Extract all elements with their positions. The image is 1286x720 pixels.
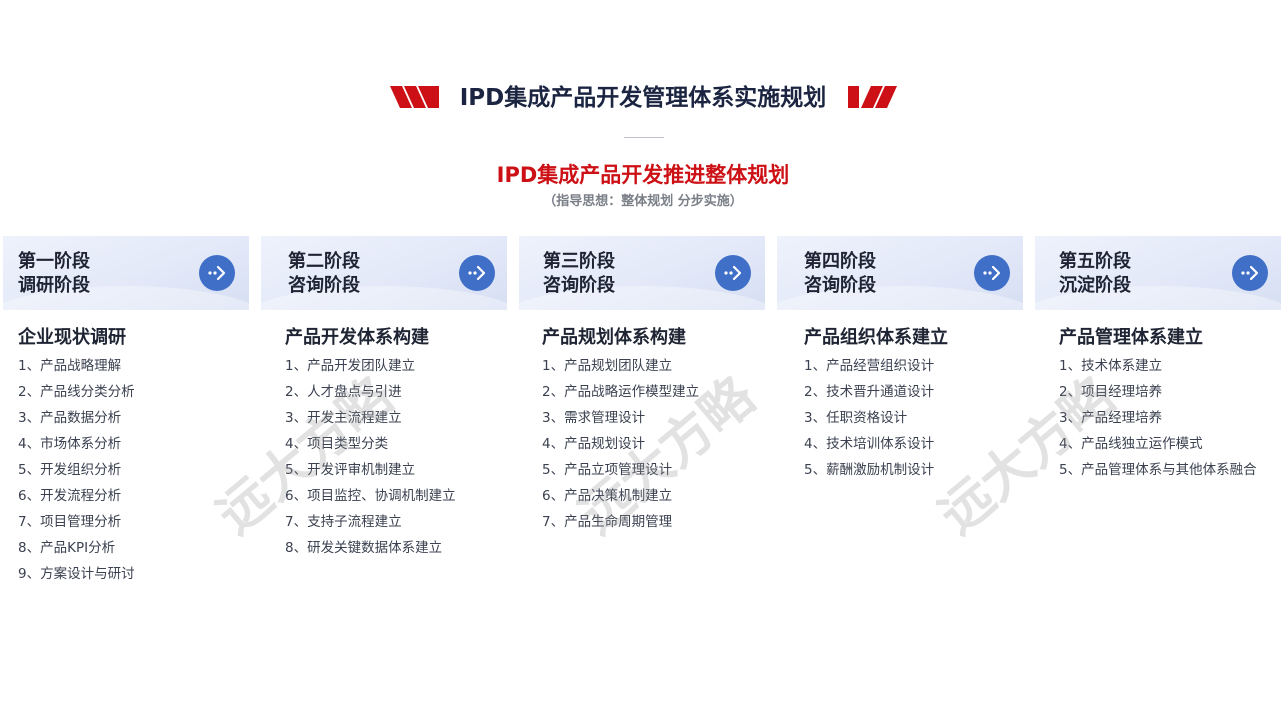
stage-5: 第五阶段 沉淀阶段 产品管理体系建立 1、技术体系建立 2、项目经理培养 3、产… bbox=[1035, 236, 1281, 483]
stage-content: 产品开发体系构建 1、产品开发团队建立 2、人才盘点与引进 3、开发主流程建立 … bbox=[285, 326, 531, 561]
list-item: 1、产品规划团队建立 bbox=[542, 358, 673, 374]
stage-name: 第二阶段 咨询阶段 bbox=[288, 250, 360, 298]
stage-phase: 咨询阶段 bbox=[288, 275, 360, 296]
stage-number: 第四阶段 bbox=[804, 251, 876, 272]
stage-number: 第一阶段 bbox=[18, 251, 90, 272]
list-item: 4、产品规划设计 bbox=[542, 436, 646, 452]
list-item: 3、开发主流程建立 bbox=[285, 410, 402, 426]
guiding-principle: （指导思想：整体规划 分步实施） bbox=[543, 194, 743, 209]
header: IPD集成产品开发管理体系实施规划 bbox=[0, 78, 1286, 118]
arrow-icon[interactable] bbox=[199, 255, 235, 291]
arrow-icon[interactable] bbox=[974, 255, 1010, 291]
list-item: 3、任职资格设计 bbox=[804, 410, 908, 426]
list-item: 6、项目监控、协调机制建立 bbox=[285, 488, 456, 504]
list-item: 4、项目类型分类 bbox=[285, 436, 389, 452]
list-item: 2、技术晋升通道设计 bbox=[804, 384, 935, 400]
page-title: IPD集成产品开发管理体系实施规划 bbox=[459, 85, 827, 111]
list-item: 3、需求管理设计 bbox=[542, 410, 646, 426]
list-item: 1、产品经营组织设计 bbox=[804, 358, 935, 374]
stage-phase: 调研阶段 bbox=[18, 275, 90, 296]
stage-content: 产品规划体系构建 1、产品规划团队建立 2、产品战略运作模型建立 3、需求管理设… bbox=[542, 326, 788, 535]
list-item: 5、产品立项管理设计 bbox=[542, 462, 673, 478]
stage-content: 产品管理体系建立 1、技术体系建立 2、项目经理培养 3、产品经理培养 4、产品… bbox=[1059, 326, 1286, 483]
stage-name: 第三阶段 咨询阶段 bbox=[543, 250, 615, 298]
list-item: 1、产品战略理解 bbox=[18, 358, 122, 374]
stage-content: 产品组织体系建立 1、产品经营组织设计 2、技术晋升通道设计 3、任职资格设计 … bbox=[804, 326, 1050, 483]
stage-2: 第二阶段 咨询阶段 产品开发体系构建 1、产品开发团队建立 2、人才盘点与引进 … bbox=[261, 236, 507, 561]
arrow-icon[interactable] bbox=[1232, 255, 1268, 291]
list-item: 4、市场体系分析 bbox=[18, 436, 122, 452]
list-item: 6、产品决策机制建立 bbox=[542, 488, 673, 504]
list-item: 3、产品数据分析 bbox=[18, 410, 122, 426]
list-item: 5、产品管理体系与其他体系融合 bbox=[1059, 462, 1257, 478]
stage-4: 第四阶段 咨询阶段 产品组织体系建立 1、产品经营组织设计 2、技术晋升通道设计… bbox=[777, 236, 1023, 483]
title-divider bbox=[624, 137, 664, 138]
list-item: 2、产品战略运作模型建立 bbox=[542, 384, 700, 400]
stripe-decoration-left bbox=[390, 86, 439, 108]
group-title: 产品规划体系构建 bbox=[542, 327, 686, 348]
stage-number: 第二阶段 bbox=[288, 251, 360, 272]
list-item: 1、产品开发团队建立 bbox=[285, 358, 416, 374]
stripe-decoration-right bbox=[848, 86, 897, 108]
stage-name: 第五阶段 沉淀阶段 bbox=[1059, 250, 1131, 298]
group-title: 产品组织体系建立 bbox=[804, 327, 948, 348]
stage-1: 第一阶段 调研阶段 企业现状调研 1、产品战略理解 2、产品线分类分析 3、产品… bbox=[3, 236, 249, 587]
stage-number: 第三阶段 bbox=[543, 251, 615, 272]
arrow-icon[interactable] bbox=[459, 255, 495, 291]
list-item: 7、项目管理分析 bbox=[18, 514, 122, 530]
list-item: 2、项目经理培养 bbox=[1059, 384, 1163, 400]
list-item: 8、研发关键数据体系建立 bbox=[285, 540, 443, 556]
list-item: 7、产品生命周期管理 bbox=[542, 514, 673, 530]
group-title: 产品管理体系建立 bbox=[1059, 327, 1203, 348]
stage-name: 第一阶段 调研阶段 bbox=[18, 250, 90, 298]
stage-header: 第二阶段 咨询阶段 bbox=[261, 236, 507, 310]
stage-content: 企业现状调研 1、产品战略理解 2、产品线分类分析 3、产品数据分析 4、市场体… bbox=[18, 326, 264, 587]
stage-header: 第一阶段 调研阶段 bbox=[3, 236, 249, 310]
stage-phase: 咨询阶段 bbox=[543, 275, 615, 296]
list-item: 1、技术体系建立 bbox=[1059, 358, 1163, 374]
list-item: 9、方案设计与研讨 bbox=[18, 566, 135, 582]
page-subtitle: IPD集成产品开发推进整体规划 bbox=[496, 163, 790, 187]
list-item: 3、产品经理培养 bbox=[1059, 410, 1163, 426]
list-item: 5、开发组织分析 bbox=[18, 462, 122, 478]
stage-header: 第四阶段 咨询阶段 bbox=[777, 236, 1023, 310]
arrow-icon[interactable] bbox=[715, 255, 751, 291]
stage-3: 第三阶段 咨询阶段 产品规划体系构建 1、产品规划团队建立 2、产品战略运作模型… bbox=[519, 236, 765, 535]
list-item: 4、技术培训体系设计 bbox=[804, 436, 935, 452]
stage-name: 第四阶段 咨询阶段 bbox=[804, 250, 876, 298]
list-item: 5、开发评审机制建立 bbox=[285, 462, 416, 478]
group-title: 企业现状调研 bbox=[18, 327, 126, 348]
stage-phase: 沉淀阶段 bbox=[1059, 275, 1131, 296]
group-title: 产品开发体系构建 bbox=[285, 327, 429, 348]
list-item: 2、人才盘点与引进 bbox=[285, 384, 402, 400]
stage-header: 第三阶段 咨询阶段 bbox=[519, 236, 765, 310]
list-item: 8、产品KPI分析 bbox=[18, 540, 116, 556]
stage-number: 第五阶段 bbox=[1059, 251, 1131, 272]
stage-header: 第五阶段 沉淀阶段 bbox=[1035, 236, 1281, 310]
list-item: 4、产品线独立运作模式 bbox=[1059, 436, 1203, 452]
stage-phase: 咨询阶段 bbox=[804, 275, 876, 296]
list-item: 7、支持子流程建立 bbox=[285, 514, 402, 530]
list-item: 6、开发流程分析 bbox=[18, 488, 122, 504]
list-item: 2、产品线分类分析 bbox=[18, 384, 135, 400]
list-item: 5、薪酬激励机制设计 bbox=[804, 462, 935, 478]
